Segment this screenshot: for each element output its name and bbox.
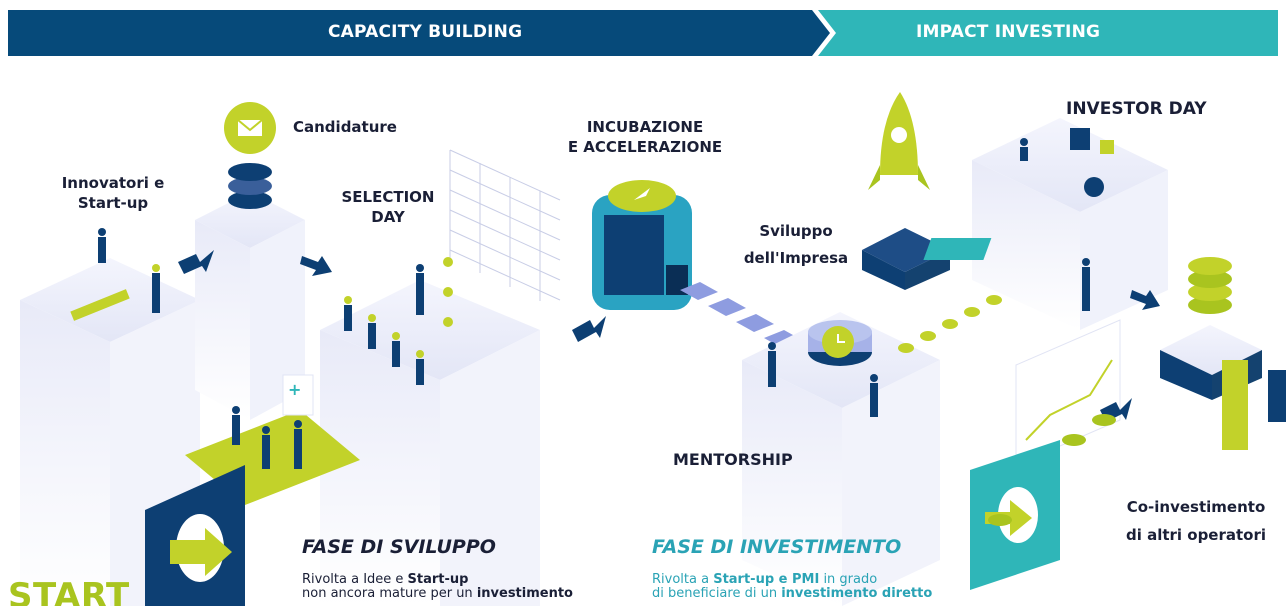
- svg-text:+: +: [288, 380, 301, 399]
- dollar-coin-icon: [1188, 257, 1232, 275]
- selection-day-label: SELECTION DAY: [341, 188, 435, 226]
- investor-day-platform: [923, 118, 1168, 330]
- process-illustration: +: [20, 92, 1286, 606]
- launch-panel: +: [145, 374, 360, 606]
- selection-grid: [449, 149, 561, 301]
- co-investimento-label: Co-investimento di altri operatori: [1125, 498, 1267, 544]
- arrow-icon: [572, 316, 606, 342]
- candidature-label: Candidature: [293, 118, 397, 136]
- growth-chart-panel: [1015, 319, 1121, 466]
- start-label: START: [8, 576, 130, 606]
- sviluppo-impresa-label: Sviluppo dell'Impresa: [743, 222, 849, 267]
- arrow-icon: [300, 256, 332, 276]
- fase-investimento-title: FASE DI INVESTIMENTO: [652, 536, 902, 558]
- investor-day-label: INVESTOR DAY: [1066, 99, 1207, 119]
- coin-stack: [1160, 257, 1286, 450]
- top-banner: CAPACITY BUILDING IMPACT INVESTING: [0, 0, 1286, 56]
- coins-small: [988, 414, 1116, 526]
- arrow-icon: [178, 250, 214, 274]
- selection-platform: [320, 149, 561, 606]
- fase-sviluppo-description: Rivolta a Idee e Start-up non ancora mat…: [302, 572, 573, 601]
- capacity-building-label: CAPACITY BUILDING: [328, 22, 523, 42]
- arrow-right-icon: [170, 528, 232, 576]
- fase-sviluppo-title: FASE DI SVILUPPO: [302, 536, 496, 558]
- conveyor-belt: [680, 282, 802, 348]
- banner-shape: [8, 10, 1278, 56]
- mentorship-label: MENTORSHIP: [673, 450, 793, 469]
- progress-dots: [898, 295, 1002, 353]
- rocket-pillar: [862, 92, 950, 290]
- candidature-pillar: [195, 102, 305, 420]
- impact-investing-label: IMPACT INVESTING: [916, 22, 1101, 42]
- incubator-machine: [592, 180, 692, 310]
- arrow-icon: [1130, 290, 1160, 310]
- investment-launch-panel: [970, 440, 1060, 590]
- innovatori-label: Innovatori e Start-up: [61, 174, 165, 212]
- incubazione-label: INCUBAZIONE E ACCELERAZIONE: [567, 118, 723, 156]
- people-figures: [98, 138, 1090, 469]
- fase-investimento-description: Rivolta a Start-up e PMI in grado di ben…: [652, 572, 933, 601]
- mentorship-platform: [742, 312, 940, 606]
